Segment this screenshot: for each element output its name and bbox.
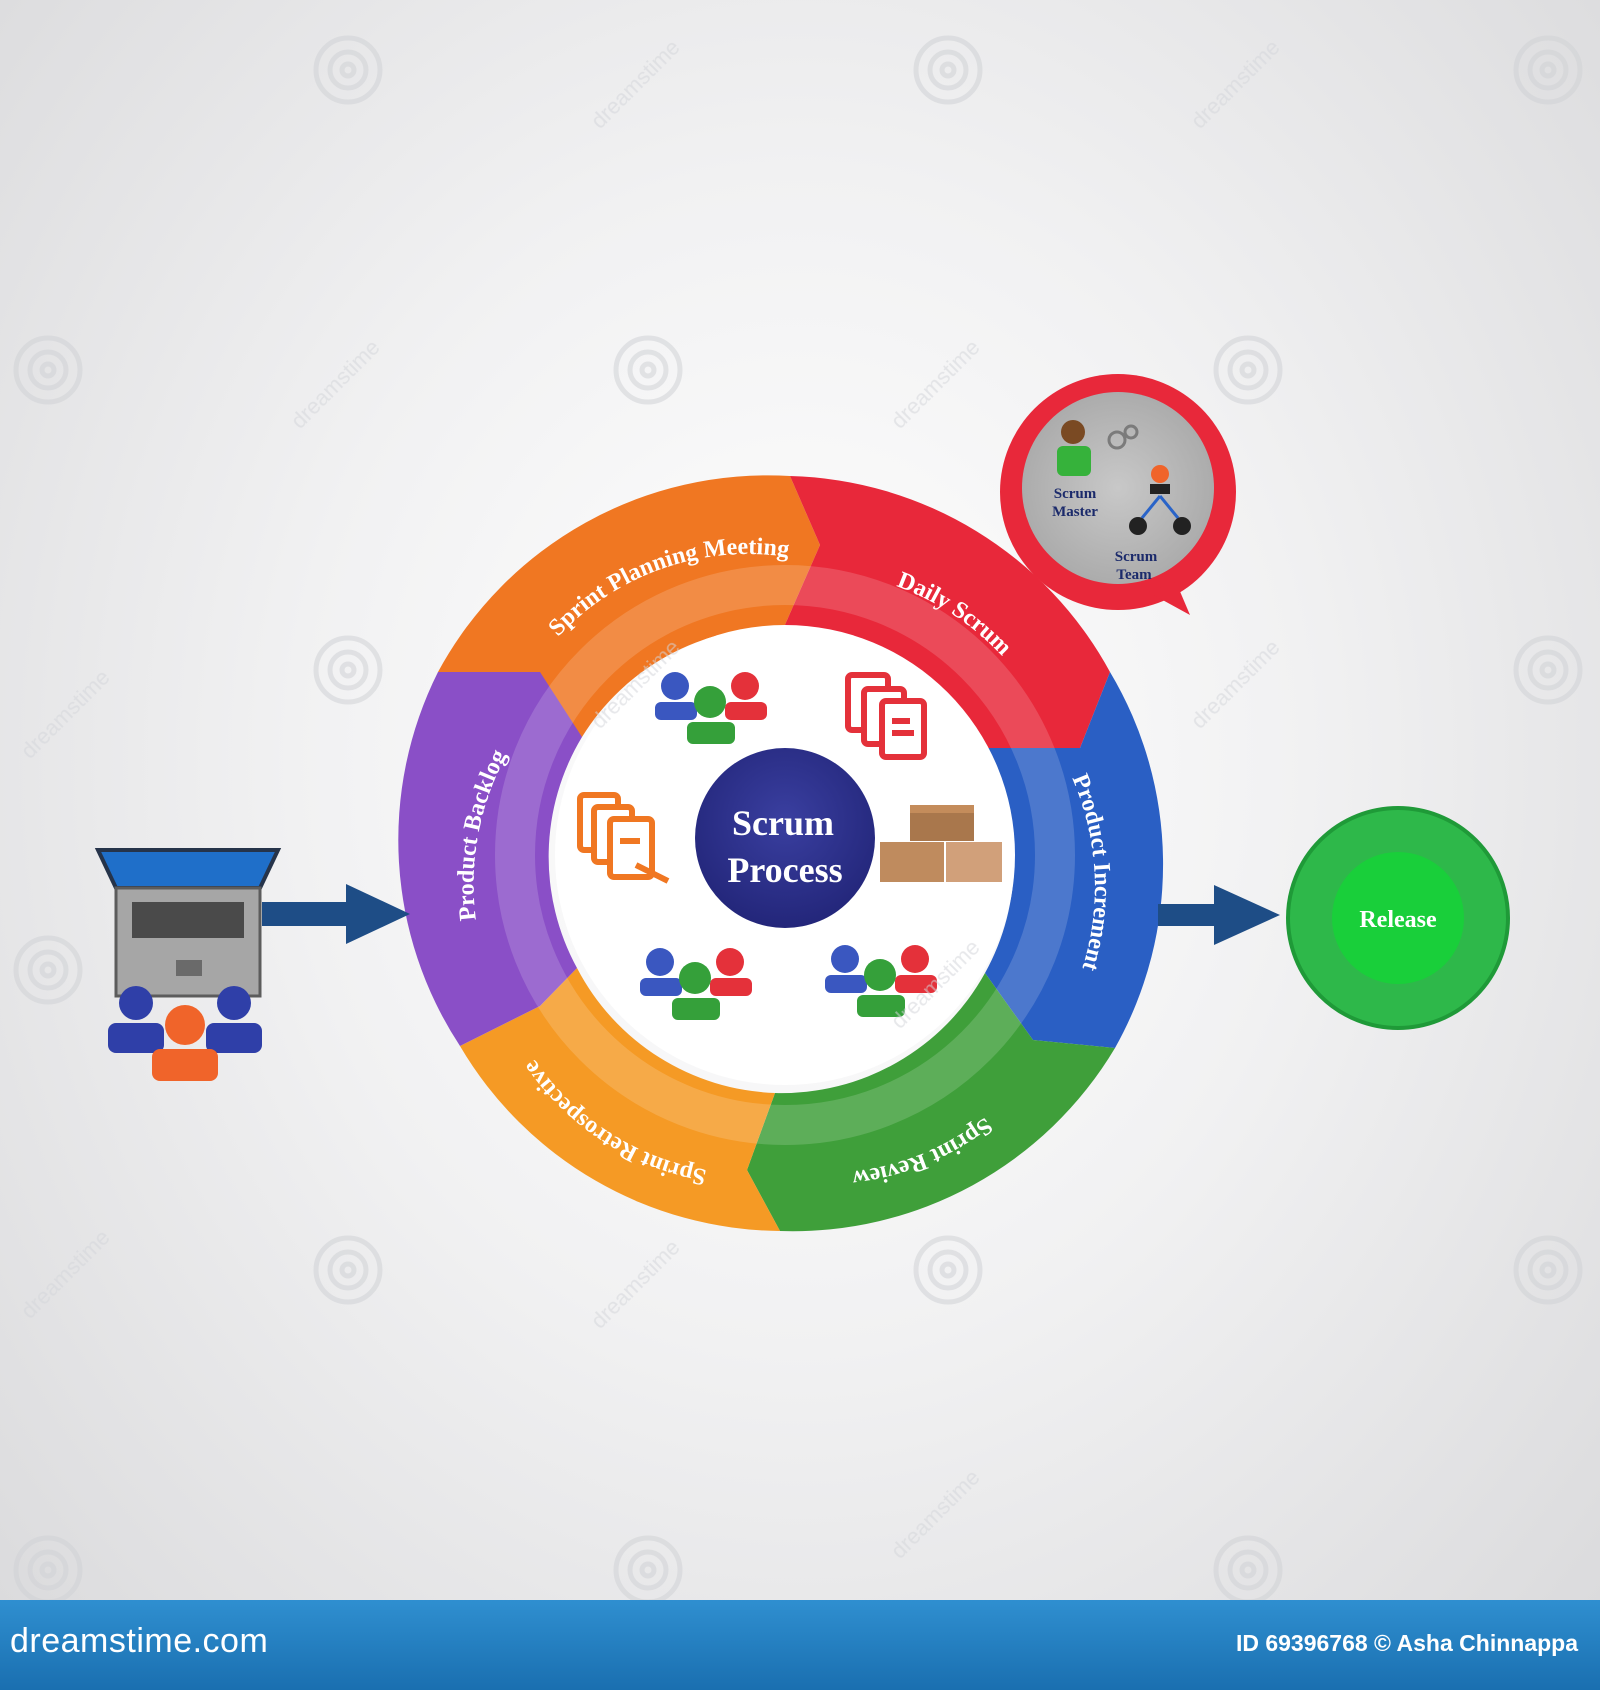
watermark-text: dreamstime — [16, 665, 115, 764]
scrum-team-label-line1: Scrum — [1115, 549, 1158, 565]
team-icon — [655, 672, 767, 744]
watermark-text: dreamstime — [886, 335, 985, 434]
documents-icon — [845, 672, 927, 760]
boxes-icon — [880, 805, 1002, 882]
release-label: Release — [1359, 907, 1437, 933]
watermark-text: dreamstime — [16, 1225, 115, 1324]
watermark-swirl-icon — [13, 35, 1583, 1600]
scrum-master-label-line2: Master — [1052, 504, 1098, 520]
ring-segment-review — [747, 973, 1115, 1232]
scrum-team-icon — [1129, 465, 1191, 535]
center-circle — [695, 748, 875, 928]
documents-icon — [577, 792, 670, 884]
team-icon — [825, 945, 937, 1017]
footer-bar: dreamstime.com ID 69396768 © Asha Chinna… — [0, 1600, 1600, 1690]
team-icon — [640, 948, 752, 1020]
product-owner-team-icon — [108, 986, 262, 1081]
scrum-master-label-line1: Scrum — [1054, 486, 1097, 502]
watermark-text: dreamstime — [1186, 35, 1285, 134]
phase-ring — [398, 475, 1164, 1232]
release-circle-icon[interactable]: Release — [1286, 806, 1510, 1030]
scrum-master-icon — [1057, 420, 1139, 476]
laptop-icon — [94, 848, 282, 998]
scrum-roles-bubble: Scrum Master Scrum Team — [1000, 374, 1236, 615]
watermark-text: dreamstime — [586, 35, 685, 134]
arrow-right-icon — [262, 884, 410, 944]
ring-segment-backlog — [398, 672, 582, 1046]
footer-brand[interactable]: dreamstime.com — [10, 1622, 269, 1660]
watermark-text: dreamstime — [586, 1235, 685, 1334]
ring-segment-planning — [438, 475, 820, 737]
watermark-text: dreamstime — [886, 1465, 985, 1564]
center-title-line1: Scrum — [732, 803, 834, 843]
watermark-text: dreamstime — [1186, 635, 1285, 734]
scrum-diagram: Sprint Planning Meeting Daily Scrum Prod… — [13, 35, 1583, 1600]
scrum-team-label-line2: Team — [1116, 567, 1152, 583]
ring-segment-increment — [985, 672, 1164, 1048]
watermark-text: dreamstime — [286, 335, 385, 434]
ring-segment-daily — [784, 476, 1110, 748]
arrow-right-icon — [1158, 885, 1280, 945]
ring-segment-retro — [460, 968, 780, 1231]
center-title-line2: Process — [727, 850, 842, 890]
footer-credit: ID 69396768 © Asha Chinnappa — [1235, 1630, 1578, 1656]
